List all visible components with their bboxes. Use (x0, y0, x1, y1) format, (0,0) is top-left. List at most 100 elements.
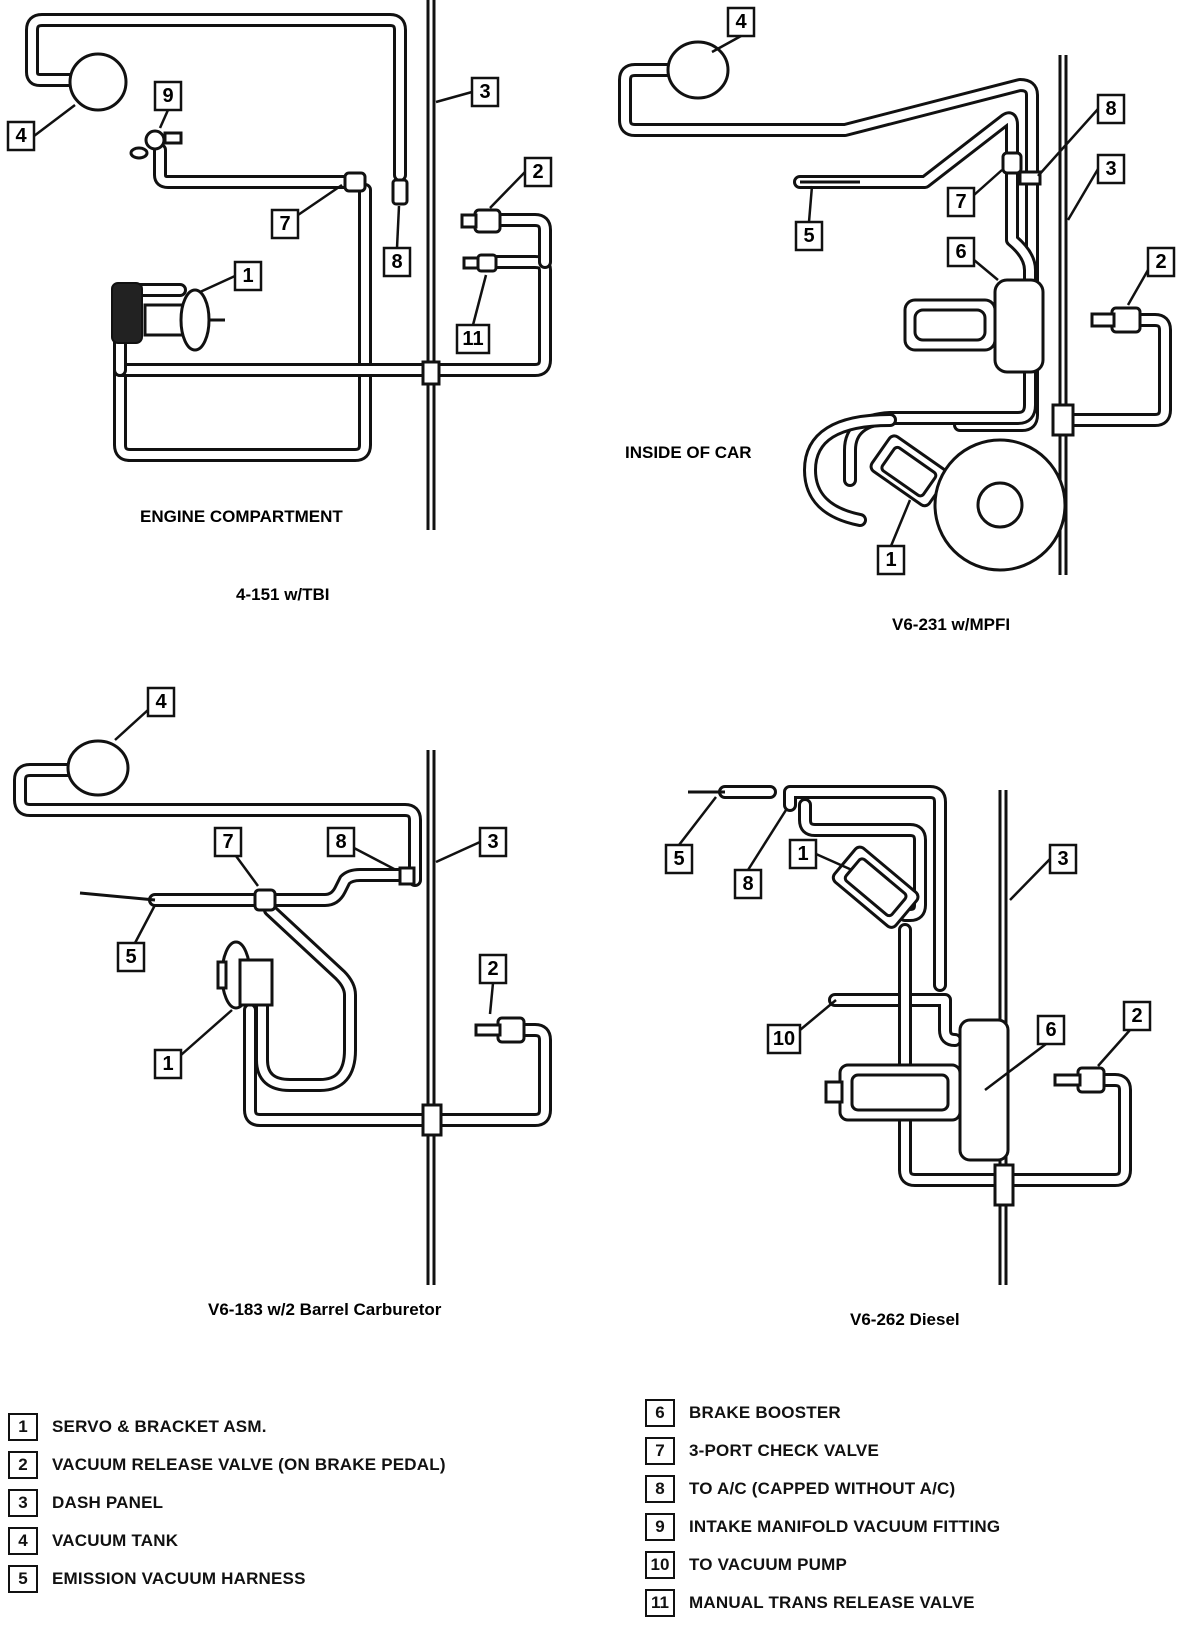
callout-8: 8 (326, 826, 397, 872)
svg-text:3: 3 (487, 831, 498, 853)
svg-text:6: 6 (1045, 1019, 1056, 1041)
ac-tee (398, 866, 416, 886)
legend-item: 6 BRAKE BOOSTER (645, 1398, 1000, 1428)
vacuum-release-valve (1090, 306, 1142, 334)
legend-label: VACUUM TANK (52, 1531, 179, 1550)
legend-label: 3-PORT CHECK VALVE (689, 1441, 879, 1460)
vacuum-tank (68, 52, 128, 112)
callout-2: 2 (478, 953, 508, 1015)
legend-item: 5 EMISSION VACUUM HARNESS (8, 1564, 446, 1594)
svg-text:8: 8 (391, 251, 402, 273)
legend-item: 8 TO A/C (CAPPED WITHOUT A/C) (645, 1474, 1000, 1504)
panel-v6-183-carb: 4 7 8 3 5 2 1 (13, 686, 552, 1319)
svg-text:6: 6 (955, 241, 966, 263)
legend-number: 2 (8, 1451, 38, 1479)
legend-number: 5 (8, 1565, 38, 1593)
callout-7: 7 (270, 183, 343, 240)
panel-title-4-151: 4-151 w/TBI (236, 585, 330, 604)
servo-bracket (831, 845, 920, 929)
callout-8: 8 (733, 809, 788, 900)
svg-text:1: 1 (797, 843, 808, 865)
svg-text:3: 3 (479, 81, 490, 103)
vacuum-release-valve (474, 1016, 526, 1044)
callout-8: 8 (1037, 93, 1126, 177)
legend-item: 1 SERVO & BRACKET ASM. (8, 1412, 446, 1442)
svg-text:2: 2 (1155, 251, 1166, 273)
legend-right: 6 BRAKE BOOSTER 7 3-PORT CHECK VALVE 8 T… (645, 1398, 1000, 1626)
callout-3: 3 (435, 76, 500, 108)
callout-6: 6 (946, 236, 999, 281)
callout-1: 1 (788, 838, 853, 872)
legend-item: 2 VACUUM RELEASE VALVE (ON BRAKE PEDAL) (8, 1450, 446, 1480)
svg-text:1: 1 (885, 549, 896, 571)
panel-title-v6-231: V6-231 w/MPFI (892, 615, 1010, 634)
callout-1: 1 (153, 1009, 233, 1080)
callout-4: 4 (711, 6, 756, 54)
callout-4: 4 (114, 686, 176, 741)
callout-5: 5 (116, 904, 157, 973)
svg-text:8: 8 (1105, 98, 1116, 120)
legend-item: 3 DASH PANEL (8, 1488, 446, 1518)
legend-item: 9 INTAKE MANIFOLD VACUUM FITTING (645, 1512, 1000, 1542)
legend-item: 10 TO VACUUM PUMP (645, 1550, 1000, 1580)
legend-item: 7 3-PORT CHECK VALVE (645, 1436, 1000, 1466)
manual-trans-release-valve (462, 253, 498, 273)
svg-text:4: 4 (735, 11, 747, 33)
callout-3: 3 (1066, 153, 1126, 221)
panel-v6-231-mpfi: 4 8 3 7 5 6 2 (618, 6, 1176, 634)
legend-label: SERVO & BRACKET ASM. (52, 1417, 267, 1436)
check-valve-3port (253, 888, 277, 912)
legend-label: BRAKE BOOSTER (689, 1403, 841, 1422)
ac-tee (1018, 170, 1042, 186)
legend-number: 8 (645, 1475, 675, 1503)
dash-grommet (421, 360, 441, 386)
legend-left: 1 SERVO & BRACKET ASM. 2 VACUUM RELEASE … (8, 1412, 446, 1602)
legend-item: 4 VACUUM TANK (8, 1526, 446, 1556)
callout-5: 5 (794, 185, 824, 252)
svg-text:8: 8 (335, 831, 346, 853)
callout-2: 2 (1097, 1000, 1152, 1067)
servo-bracket (216, 940, 274, 1010)
area-label-inside: INSIDE OF CAR (625, 443, 752, 462)
servo-bracket (869, 434, 950, 508)
legend-number: 4 (8, 1527, 38, 1555)
panel-title-v6-183: V6-183 w/2 Barrel Carburetor (208, 1300, 442, 1319)
svg-text:5: 5 (803, 225, 814, 247)
legend-number: 9 (645, 1513, 675, 1541)
svg-text:8: 8 (742, 873, 753, 895)
callout-1: 1 (876, 499, 912, 576)
callout-7: 7 (946, 169, 1003, 218)
svg-text:4: 4 (155, 691, 167, 713)
emission-harness-line (79, 891, 156, 902)
svg-text:10: 10 (773, 1028, 795, 1050)
legend-number: 6 (645, 1399, 675, 1427)
callout-9: 9 (153, 80, 183, 129)
svg-text:11: 11 (462, 328, 483, 350)
callout-3: 3 (1009, 843, 1078, 901)
callout-1: 1 (199, 260, 263, 294)
panel-v6-262-diesel: 5 8 1 3 10 6 2 (664, 785, 1152, 1329)
legend-number: 11 (645, 1589, 675, 1617)
svg-text:5: 5 (125, 946, 136, 968)
brake-booster-body (993, 278, 1045, 374)
dash-grommet (421, 1103, 443, 1137)
legend-label: VACUUM RELEASE VALVE (ON BRAKE PEDAL) (52, 1455, 446, 1474)
legend-label: EMISSION VACUUM HARNESS (52, 1569, 306, 1588)
ac-tee (391, 178, 409, 206)
callout-6: 6 (984, 1014, 1066, 1091)
legend-number: 7 (645, 1437, 675, 1465)
callout-2: 2 (489, 156, 553, 209)
legend-label: INTAKE MANIFOLD VACUUM FITTING (689, 1517, 1001, 1536)
servo-bracket (111, 282, 225, 352)
callout-2: 2 (1126, 246, 1176, 306)
callout-10: 10 (766, 999, 837, 1055)
legend-number: 3 (8, 1489, 38, 1517)
intake-manifold-vacuum-fitting (129, 129, 183, 160)
legend-label: TO A/C (CAPPED WITHOUT A/C) (689, 1479, 956, 1498)
brake-booster (824, 1018, 1010, 1162)
callout-8: 8 (382, 205, 412, 278)
callout-3: 3 (435, 826, 508, 864)
dash-grommet (1051, 403, 1075, 437)
svg-text:4: 4 (15, 125, 27, 147)
